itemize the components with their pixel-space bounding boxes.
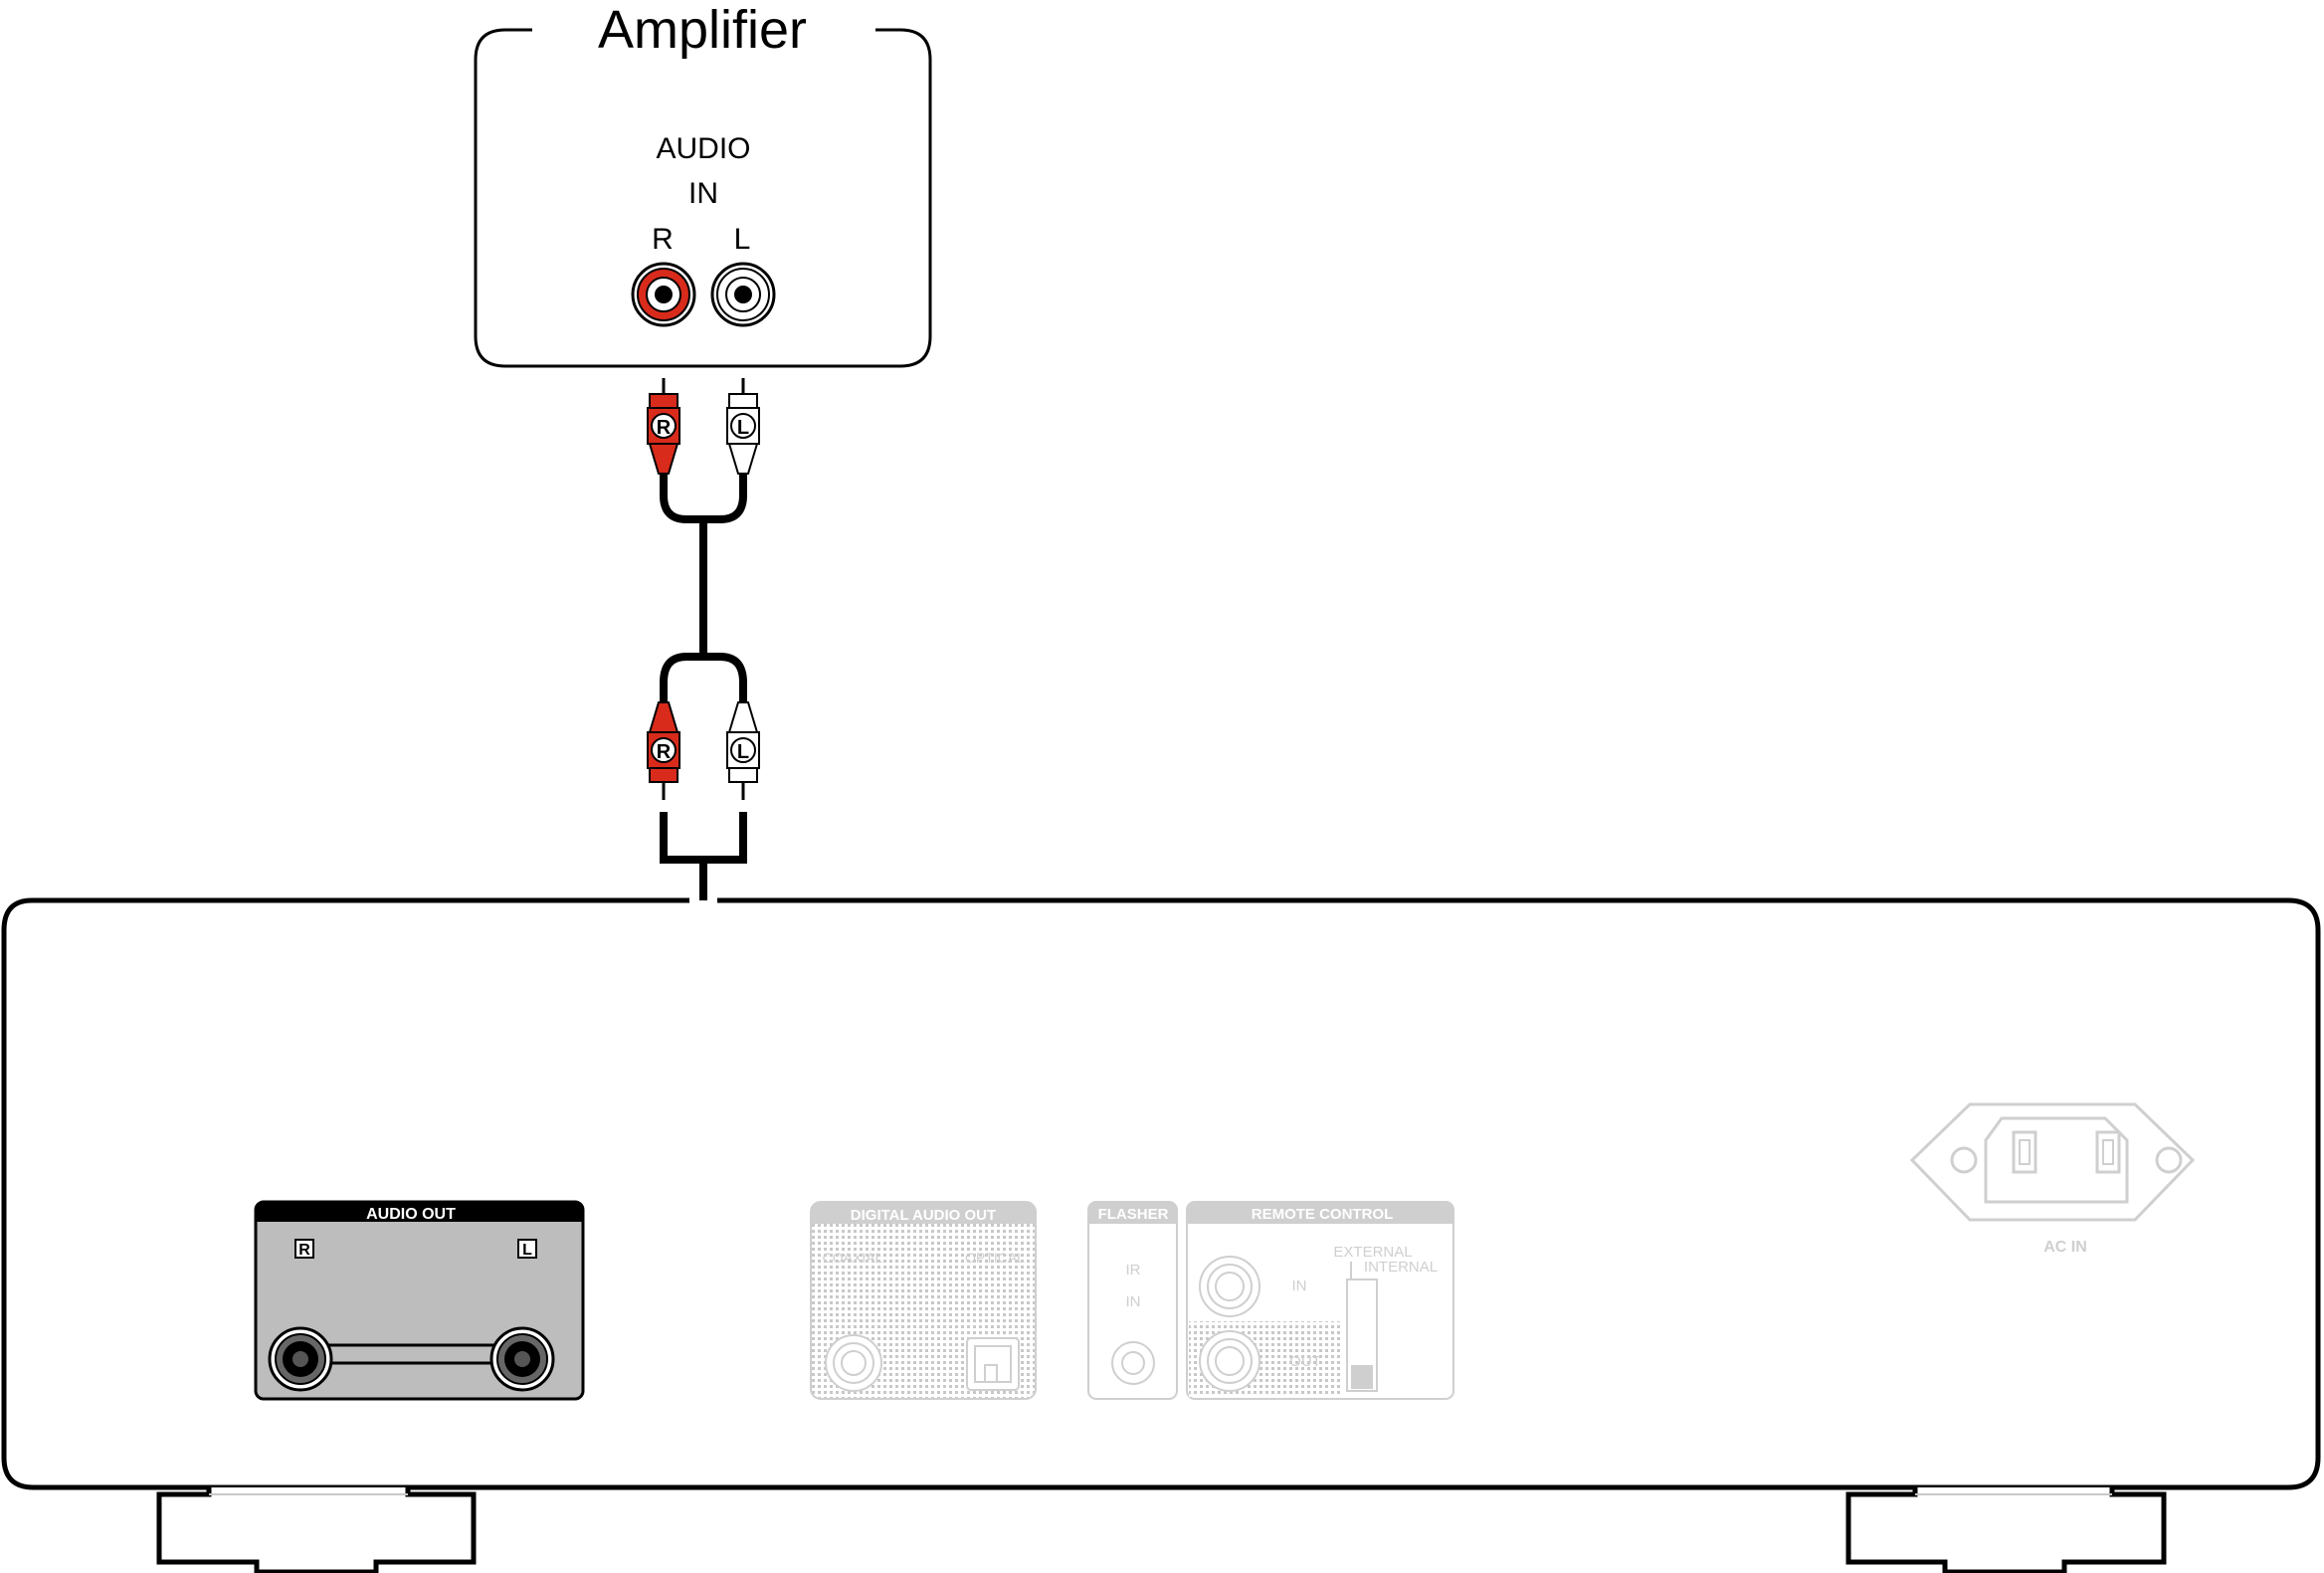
plug-l-bottom-letter: L (737, 741, 749, 763)
remote-out-jack (1199, 1330, 1260, 1392)
remote-control-title: REMOTE CONTROL (1252, 1206, 1394, 1223)
audio-out-title: AUDIO OUT (366, 1206, 456, 1223)
amp-jack-r-label: R (652, 223, 674, 256)
plug-r-bottom-letter: R (657, 741, 672, 763)
plug-r-top-letter: R (657, 417, 672, 439)
plug-r-top: R (647, 378, 680, 475)
remote-control-panel: REMOTE CONTROL IN OUT EXTERNAL INTERNAL (1186, 1201, 1454, 1400)
audio-out-panel: AUDIO OUT R L (254, 1200, 585, 1401)
optical-label: OPTICAL (965, 1250, 1025, 1266)
digital-audio-out-panel: DIGITAL AUDIO OUT COAXIAL OPTICAL (810, 1201, 1037, 1400)
digital-audio-out-title: DIGITAL AUDIO OUT (851, 1207, 996, 1224)
audio-out-jack-l (489, 1326, 555, 1392)
remote-in-label: IN (1292, 1278, 1307, 1294)
audio-in-label-line2: IN (688, 177, 718, 210)
coaxial-label: COAXIAL (823, 1250, 883, 1266)
remote-in-jack (1199, 1256, 1260, 1317)
flasher-in-label: IN (1126, 1293, 1141, 1310)
external-internal-switch (1346, 1262, 1378, 1392)
amp-jack-r (631, 262, 696, 327)
plug-r-bottom: R (647, 701, 680, 800)
plug-l-bottom: L (726, 701, 760, 800)
amp-jack-l (710, 262, 776, 327)
amplifier-box: Amplifier AUDIO IN R L (474, 0, 932, 368)
left-foot (156, 1487, 477, 1573)
audio-out-l-label: L (522, 1242, 532, 1259)
flasher-panel: FLASHER IR IN (1087, 1201, 1178, 1400)
right-foot (1845, 1487, 2167, 1573)
audio-out-jack-r (268, 1326, 333, 1392)
remote-external-label: EXTERNAL (1333, 1244, 1412, 1261)
amp-jack-l-label: L (734, 223, 751, 256)
remote-out-label: OUT (1289, 1353, 1321, 1370)
audio-out-r-label: R (298, 1242, 310, 1259)
flasher-ir-label: IR (1126, 1262, 1141, 1278)
plug-l-top: L (726, 378, 760, 475)
amplifier-title: Amplifier (598, 0, 807, 60)
audio-in-label-line1: AUDIO (656, 132, 750, 165)
optical-jack (966, 1337, 1020, 1391)
ac-in-label: AC IN (2043, 1239, 2087, 1256)
remote-internal-label: INTERNAL (1364, 1259, 1438, 1276)
ac-in-inlet: AC IN (1909, 1102, 2196, 1256)
coaxial-jack (825, 1334, 882, 1392)
flasher-title: FLASHER (1098, 1206, 1169, 1223)
plug-l-top-letter: L (737, 417, 749, 439)
flasher-jack (1111, 1341, 1155, 1385)
